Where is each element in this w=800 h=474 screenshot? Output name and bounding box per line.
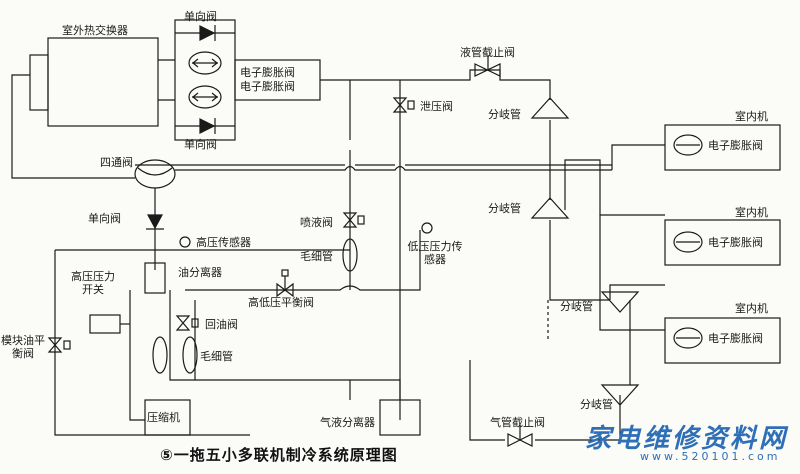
hl-balance-valve-symbol [276, 269, 294, 298]
label-branch-4: 分岐管 [580, 398, 613, 411]
capillary-1 [152, 336, 168, 374]
watermark-url: www.520101.com [640, 450, 781, 463]
label-liquid-stop-valve: 液管截止阀 [460, 46, 515, 59]
label-exp-valve-1: 电子膨胀阀 [240, 66, 295, 79]
label-indoor-1: 室内机 [735, 110, 768, 123]
label-gas-liquid-separator: 气液分离器 [320, 416, 375, 429]
liquid-stop-valve-symbol [474, 55, 501, 77]
label-indoor-exp-3: 电子膨胀阀 [708, 332, 763, 345]
label-check-valve-bottom: 单向阀 [184, 138, 217, 151]
four-way-valve [134, 159, 176, 189]
check-valve-vertical [146, 214, 164, 230]
capillary-2 [182, 336, 198, 374]
high-pressure-sensor-symbol [179, 236, 191, 248]
label-oil-separator: 油分离器 [178, 266, 222, 279]
oil-separator-box [144, 262, 166, 294]
oil-return-valve-symbol [175, 315, 199, 331]
label-indoor-exp-1: 电子膨胀阀 [708, 139, 763, 152]
high-pressure-switch-box [89, 314, 121, 334]
label-compressor: 压缩机 [147, 411, 180, 424]
gas-liquid-separator-box [379, 399, 421, 436]
branch-pipe-1 [530, 97, 570, 119]
branch-pipe-3 [600, 291, 640, 313]
label-indoor-exp-2: 电子膨胀阀 [708, 236, 763, 249]
branch-pipe-4 [600, 384, 640, 406]
watermark-logo: 家电维修资料网 [585, 424, 789, 454]
branch-pipe-2 [530, 197, 570, 219]
label-module-oil-balance-valve: 模块油平衡阀 [1, 334, 45, 360]
label-oil-return-valve: 回油阀 [205, 318, 238, 331]
label-branch-3: 分岐管 [560, 300, 593, 313]
label-check-valve-top: 单向阀 [184, 10, 217, 23]
indoor-unit-2 [664, 219, 781, 266]
low-pressure-sensor-symbol [421, 222, 433, 234]
label-check-valve-mid: 单向阀 [88, 212, 121, 225]
piping [11, 69, 665, 441]
compressor-box [144, 399, 191, 436]
diagram-title: ⑤一拖五小多联机制冷系统原理图 [160, 446, 398, 464]
indoor-unit-3 [664, 317, 781, 364]
module-oil-balance-valve-symbol [47, 337, 71, 353]
label-gas-stop-valve: 气管截止阀 [490, 416, 545, 429]
label-indoor-3: 室内机 [735, 302, 768, 315]
label-exp-valve-2: 电子膨胀阀 [240, 80, 295, 93]
label-low-pressure-sensor: 低压压力传感器 [407, 240, 463, 266]
gas-stop-valve-symbol [507, 425, 533, 447]
label-outdoor-hx: 室外热交换器 [62, 24, 128, 37]
label-relief-valve: 泄压阀 [420, 100, 453, 113]
label-branch-2: 分岐管 [488, 202, 521, 215]
label-four-way-valve: 四通阀 [100, 156, 133, 169]
label-branch-1: 分岐管 [488, 108, 521, 121]
relief-valve-symbol [392, 97, 415, 113]
indoor-unit-1 [664, 124, 781, 171]
label-high-pressure-switch: 高压压力开关 [71, 270, 115, 296]
label-hl-balance-valve: 高低压平衡阀 [248, 296, 314, 309]
valve-bank [174, 19, 321, 141]
label-indoor-2: 室内机 [735, 206, 768, 219]
outdoor-heat-exchanger [29, 37, 175, 127]
label-spray-valve: 喷液阀 [300, 216, 333, 229]
label-capillary-1: 毛细管 [300, 250, 333, 263]
spray-valve-symbol [342, 212, 365, 272]
label-high-pressure-sensor: 高压传感器 [196, 236, 251, 249]
label-capillary-2: 毛细管 [200, 350, 233, 363]
